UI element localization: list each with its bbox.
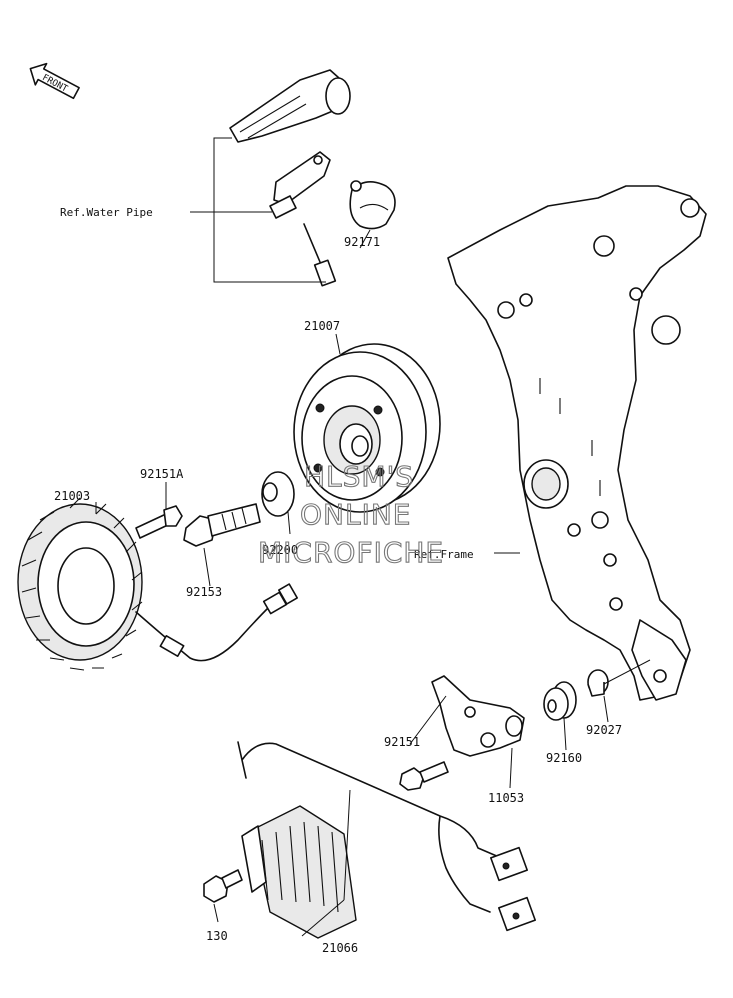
part-label-21007: 21007 — [304, 319, 340, 333]
watermark-line1: HLSM'S — [304, 460, 414, 493]
collar-92027 — [587, 669, 609, 697]
watermark: HLSM'S ONLINE MICROFICHE — [257, 459, 444, 569]
part-label-92171: 92171 — [344, 235, 380, 249]
water-pipe-assembly — [229, 69, 351, 287]
part-label-92151a: 92151A — [140, 467, 184, 481]
water-pipe-bracket — [213, 137, 326, 283]
part-label-92027: 92027 — [586, 723, 622, 737]
part-label-92153: 92153 — [186, 585, 222, 599]
bolt-92151 — [399, 761, 449, 791]
washer-92200 — [261, 471, 295, 517]
ref-frame-label: Ref.Frame — [414, 548, 474, 561]
part-label-92200: 92200 — [262, 543, 298, 557]
part-label-92160: 92160 — [546, 751, 582, 765]
regulator-21066 — [237, 741, 536, 939]
part-label-130: 130 — [206, 929, 228, 943]
frame-ref — [447, 185, 707, 701]
ref-water-pipe-label: Ref.Water Pipe — [60, 206, 153, 219]
part-label-92151: 92151 — [384, 735, 420, 749]
part-label-11053: 11053 — [488, 791, 524, 805]
bracket-11053 — [431, 675, 525, 757]
bolt-92153 — [183, 503, 261, 547]
part-label-21003: 21003 — [54, 489, 90, 503]
watermark-line3: MICROFICHE — [258, 536, 444, 569]
leader-lines — [95, 211, 651, 937]
grommet-92160 — [543, 681, 577, 721]
clamp-92171 — [349, 180, 396, 230]
watermark-line2: ONLINE — [300, 498, 411, 531]
front-arrow-icon: FRONT — [29, 62, 80, 100]
bolt-92151a — [135, 505, 183, 539]
rotor-21007 — [293, 343, 441, 513]
bolt-130 — [203, 869, 243, 903]
stator-21003 — [17, 497, 298, 671]
part-label-21066: 21066 — [322, 941, 358, 955]
